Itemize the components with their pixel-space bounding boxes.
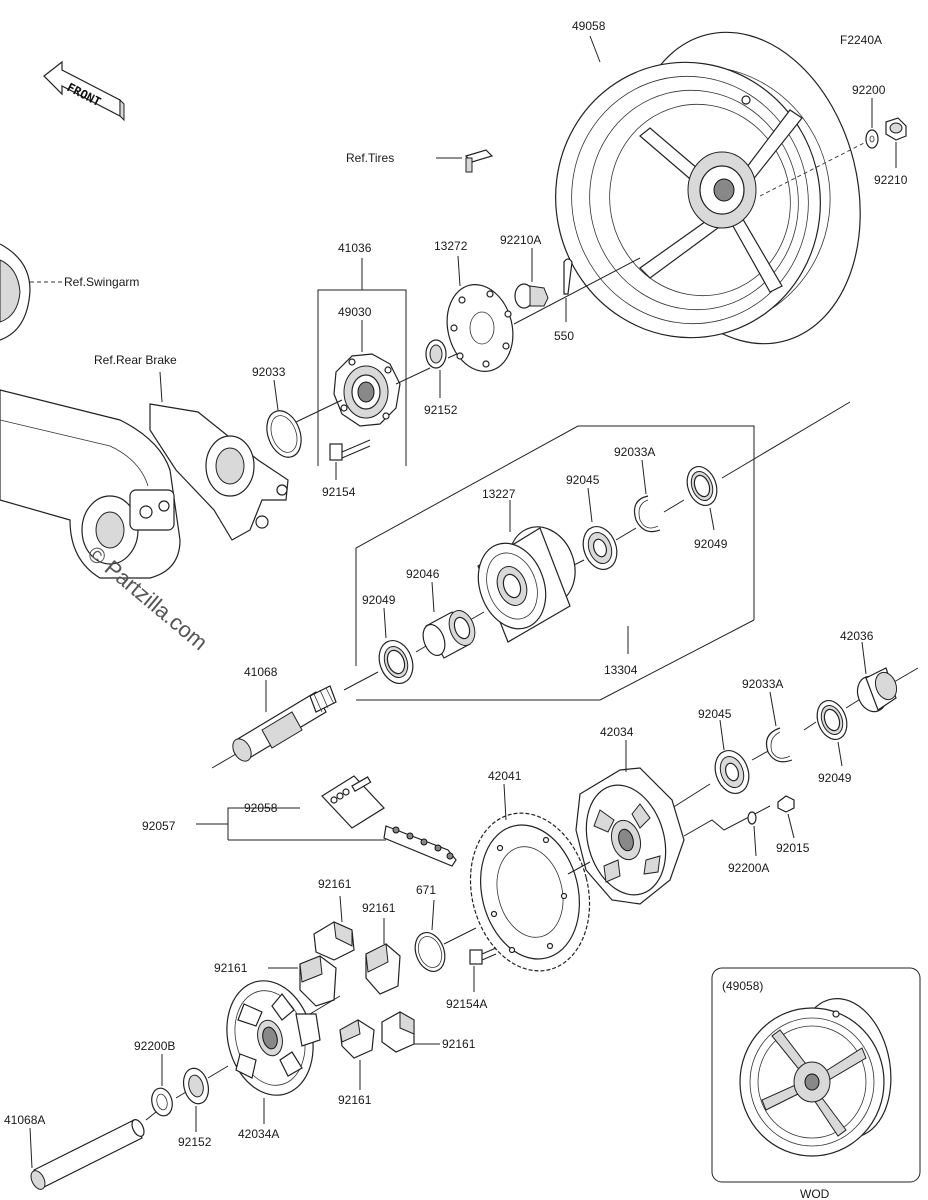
label-550: 550 xyxy=(554,329,574,343)
label-92152-top: 92152 xyxy=(424,403,458,417)
label-42034A: 42034A xyxy=(238,1127,279,1141)
sprocket-42041[interactable] xyxy=(454,800,605,983)
damper-92161-e[interactable] xyxy=(381,1011,415,1053)
inset-wheel-49058[interactable] xyxy=(739,991,901,1157)
tire-valve[interactable] xyxy=(464,149,494,173)
circlip-92033A-bottom[interactable] xyxy=(765,727,793,763)
front-direction-arrow: FRONT xyxy=(43,60,125,122)
label-13227: 13227 xyxy=(482,487,516,501)
coupling-42034[interactable] xyxy=(574,767,685,905)
axle-41068[interactable] xyxy=(229,685,337,764)
label-49058: 49058 xyxy=(572,19,606,33)
label-92161-c: 92161 xyxy=(214,961,248,975)
label-13272: 13272 xyxy=(434,239,468,253)
nut-92015[interactable] xyxy=(777,795,795,813)
label-92200B: 92200B xyxy=(134,1039,175,1053)
coupling-13227[interactable] xyxy=(467,517,586,643)
label-92161-b: 92161 xyxy=(362,901,396,915)
o-ring-671[interactable] xyxy=(410,928,450,975)
washer-92200[interactable] xyxy=(865,129,879,149)
ref-swingarm-label: Ref.Swingarm xyxy=(64,275,139,289)
hub-49030[interactable] xyxy=(333,353,401,427)
label-41068: 41068 xyxy=(244,665,278,679)
label-92049-bottom: 92049 xyxy=(818,771,852,785)
label-92046: 92046 xyxy=(406,567,440,581)
label-92049-left: 92049 xyxy=(362,593,396,607)
label-92033: 92033 xyxy=(252,365,286,379)
label-92045-bottom: 92045 xyxy=(698,707,732,721)
label-92049-top-right: 92049 xyxy=(694,537,728,551)
bolt-92154[interactable] xyxy=(329,439,371,461)
label-41036: 41036 xyxy=(338,241,372,255)
seal-92049-bottom[interactable] xyxy=(812,696,852,743)
ref-rear-brake-label: Ref.Rear Brake xyxy=(94,353,177,367)
inset-caption: WOD xyxy=(800,1187,830,1200)
seal-92152-bottom[interactable] xyxy=(180,1066,212,1107)
drive-chain-92057[interactable] xyxy=(383,825,457,867)
label-92058: 92058 xyxy=(244,801,278,815)
rear-brake-bracket xyxy=(149,403,289,541)
circlip-92033[interactable] xyxy=(261,406,307,462)
bearing-92045-bottom[interactable] xyxy=(709,746,754,798)
damper-92161-c[interactable] xyxy=(299,955,337,1007)
label-49030: 49030 xyxy=(338,305,372,319)
plate-13272[interactable] xyxy=(438,278,521,379)
inset-title: (49058) xyxy=(722,979,763,993)
bearing-92045-top[interactable] xyxy=(577,522,622,574)
damper-92161-b[interactable] xyxy=(365,943,401,995)
swingarm xyxy=(0,243,181,579)
seal-92049-top-right[interactable] xyxy=(682,462,722,509)
label-92210A: 92210A xyxy=(500,233,541,247)
damper-92161-d[interactable] xyxy=(339,1019,375,1059)
label-92152-bottom: 92152 xyxy=(178,1135,212,1149)
rear-wheel-49058[interactable] xyxy=(527,8,892,369)
label-92154: 92154 xyxy=(322,485,356,499)
chain-link-92058[interactable] xyxy=(321,775,385,829)
label-92033A-bottom: 92033A xyxy=(742,677,783,691)
label-92161-d: 92161 xyxy=(338,1093,372,1107)
label-92154A: 92154A xyxy=(446,997,487,1011)
label-92210: 92210 xyxy=(874,173,908,187)
seal-92152-top[interactable] xyxy=(425,339,447,369)
label-92161-a: 92161 xyxy=(318,877,352,891)
circlip-92033A-top[interactable] xyxy=(633,495,661,533)
label-92161-e: 92161 xyxy=(442,1037,476,1051)
label-92015: 92015 xyxy=(776,841,810,855)
label-671: 671 xyxy=(416,883,436,897)
label-92200: 92200 xyxy=(852,83,886,97)
bolt-92154A[interactable] xyxy=(469,947,497,965)
label-41068A: 41068A xyxy=(4,1113,45,1127)
bracket-13304 xyxy=(355,425,755,666)
inset-wheel-variant: (49058) WOD xyxy=(711,967,921,1200)
label-92033A-top: 92033A xyxy=(614,445,655,459)
collar-92200B[interactable] xyxy=(149,1086,175,1118)
washer-92200A[interactable] xyxy=(747,811,757,825)
label-92200A: 92200A xyxy=(728,861,769,875)
label-42041: 42041 xyxy=(488,769,522,783)
bearing-92046[interactable] xyxy=(419,607,479,659)
label-42036: 42036 xyxy=(840,629,874,643)
seal-92049-left[interactable] xyxy=(373,636,418,688)
damper-92161-a[interactable] xyxy=(313,921,355,961)
label-42034: 42034 xyxy=(600,725,634,739)
label-13304: 13304 xyxy=(604,663,638,677)
spacer-42036[interactable] xyxy=(853,667,900,716)
diagram-code: F2240A xyxy=(840,33,882,47)
ref-tires-label: Ref.Tires xyxy=(346,151,394,165)
axle-41068A[interactable] xyxy=(28,1118,146,1192)
cotter-pin-550[interactable] xyxy=(563,258,573,295)
nut-92210A[interactable] xyxy=(514,283,549,309)
label-92045-top: 92045 xyxy=(566,473,600,487)
label-92057: 92057 xyxy=(142,819,176,833)
flange-42034A[interactable] xyxy=(215,972,325,1105)
nut-92210[interactable] xyxy=(885,117,907,141)
